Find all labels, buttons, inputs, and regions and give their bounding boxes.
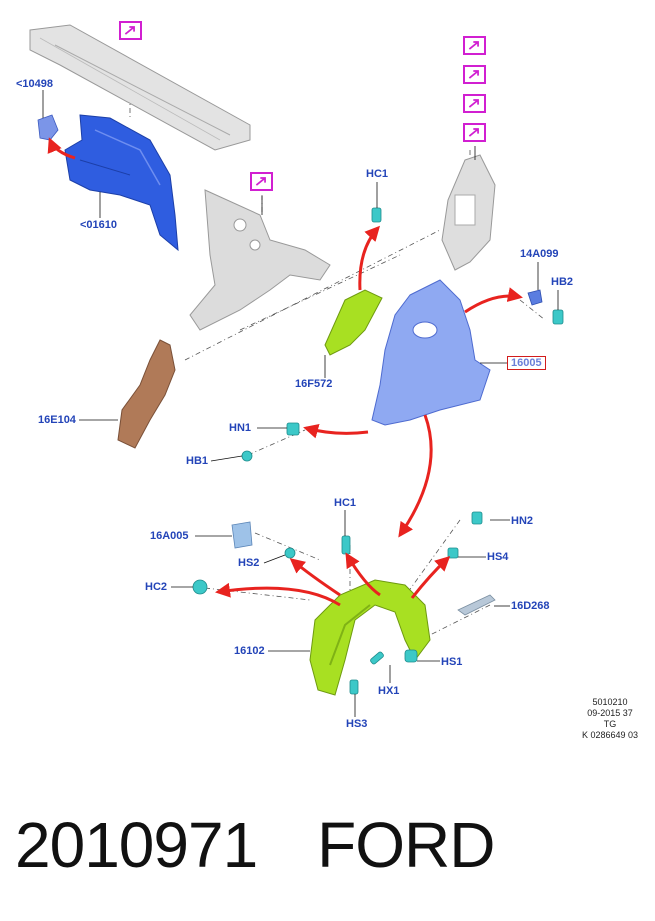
brand-name: FORD (317, 809, 495, 881)
reference-line-1: 5010210 (592, 697, 628, 707)
reference-line-4: K 0286649 03 (581, 730, 639, 740)
part-label-16F572[interactable]: 16F572 (295, 378, 333, 390)
panel-16F572 (324, 289, 383, 356)
part-label-HS3[interactable]: HS3 (346, 718, 368, 730)
bracket-16D268 (457, 594, 496, 616)
part-label-01610[interactable]: <01610 (80, 219, 118, 231)
upper-frame-rail (29, 24, 251, 151)
part-label-HC2[interactable]: HC2 (145, 581, 168, 593)
part-label-HS2[interactable]: HS2 (238, 557, 260, 569)
fender-16005 (371, 279, 491, 426)
part-caption: 2010971 FORD (15, 805, 495, 885)
part-label-16102[interactable]: 16102 (234, 645, 265, 657)
red-arrows (47, 137, 523, 607)
arrow-out-icon (255, 177, 266, 186)
fasteners (192, 207, 564, 695)
part-label-HX1[interactable]: HX1 (378, 685, 400, 697)
part-label-10498[interactable]: <10498 (16, 78, 54, 90)
part-number: 2010971 (15, 809, 258, 881)
bracket-16A005 (231, 521, 253, 549)
diagram-reference-block: 5010210 09-2015 37 TG K 0286649 03 (565, 697, 655, 741)
part-label-HS1[interactable]: HS1 (441, 656, 463, 668)
bracket-10498 (37, 114, 59, 141)
part-label-16A005[interactable]: 16A005 (150, 530, 189, 542)
arrow-out-icon (468, 128, 479, 137)
external-ref-marker-6[interactable] (463, 123, 486, 142)
part-label-16005[interactable]: 16005 (507, 356, 546, 370)
part-label-16D268[interactable]: 16D268 (511, 600, 550, 612)
arrow-out-icon (124, 26, 135, 35)
leader-lines (42, 30, 559, 717)
external-ref-marker-2[interactable] (250, 172, 273, 191)
external-ref-marker-5[interactable] (463, 94, 486, 113)
part-label-HS4[interactable]: HS4 (487, 551, 509, 563)
reference-line-3: TG (603, 719, 617, 729)
part-label-HB1[interactable]: HB1 (186, 455, 209, 467)
bracket-14A099 (527, 289, 543, 306)
part-label-HC1-lower[interactable]: HC1 (334, 497, 357, 509)
external-ref-marker-1[interactable] (119, 21, 142, 40)
part-label-HC1-upper[interactable]: HC1 (366, 168, 389, 180)
arrow-out-icon (468, 99, 479, 108)
arrow-out-icon (468, 41, 479, 50)
middle-frame (189, 189, 331, 331)
bracket-16E104 (117, 339, 176, 449)
part-label-14A099[interactable]: 14A099 (520, 248, 559, 260)
reference-line-2: 09-2015 37 (587, 708, 633, 718)
rear-pillar (441, 154, 496, 271)
part-label-HB2[interactable]: HB2 (551, 276, 574, 288)
arrow-out-icon (468, 70, 479, 79)
exploded-parts-diagram (29, 24, 564, 717)
external-ref-marker-3[interactable] (463, 36, 486, 55)
part-label-HN1[interactable]: HN1 (229, 422, 252, 434)
part-label-16E104[interactable]: 16E104 (38, 414, 76, 426)
part-label-HN2[interactable]: HN2 (511, 515, 534, 527)
external-ref-marker-4[interactable] (463, 65, 486, 84)
